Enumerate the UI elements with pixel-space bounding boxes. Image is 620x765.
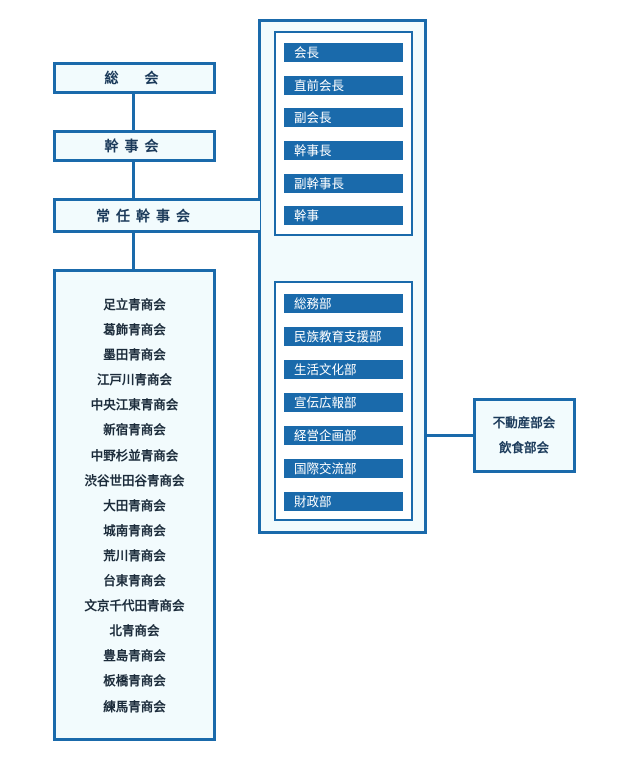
association-item: 江戸川青商会 (96, 372, 172, 388)
association-item: 豊島青商会 (103, 648, 166, 664)
department-bar: 民族教育支援部 (284, 327, 403, 346)
connector-standing-to-associations (132, 231, 135, 271)
association-item: 北青商会 (109, 623, 160, 639)
officer-bar: 副会長 (284, 108, 403, 127)
association-item: 板橋青商会 (103, 673, 166, 689)
department-bar: 生活文化部 (284, 360, 403, 379)
association-item: 新宿青商会 (103, 422, 166, 438)
officer-bar: 会長 (284, 43, 403, 62)
association-item: 文京千代田青商会 (84, 598, 185, 614)
subcommittee-item: 不動産部会 (492, 415, 556, 430)
standing-committee-box: 常任幹事会 (53, 198, 260, 233)
associations-box (53, 269, 216, 741)
department-bar: 経営企画部 (284, 426, 403, 445)
subcommittee-item: 飲食部会 (498, 440, 549, 455)
officer-bar: 副幹事長 (284, 174, 403, 193)
association-item: 渋谷世田谷青商会 (84, 472, 185, 488)
officer-bar: 幹事 (284, 206, 403, 225)
association-item: 城南青商会 (103, 522, 166, 538)
board-box: 幹事会 (53, 130, 216, 162)
association-item: 台東青商会 (103, 573, 166, 589)
department-bar: 宣伝広報部 (284, 393, 403, 412)
association-item: 中央江東青商会 (90, 397, 179, 413)
association-item: 大田青商会 (103, 497, 166, 513)
association-item: 中野杉並青商会 (90, 447, 179, 463)
subcommittees-box (473, 398, 576, 473)
department-bar: 財政部 (284, 492, 403, 511)
department-bar: 国際交流部 (284, 459, 403, 478)
connector-board-to-standing (132, 160, 135, 200)
subcommittees-list: 不動産部会 飲食部会 (474, 410, 574, 460)
general-assembly-box: 総 会 (53, 62, 216, 94)
connector-planning-to-subcommittees (403, 434, 475, 437)
association-item: 葛飾青商会 (103, 322, 166, 338)
association-item: 荒川青商会 (103, 547, 166, 563)
association-item: 足立青商会 (103, 297, 166, 312)
officer-bar: 幹事長 (284, 141, 403, 160)
officer-bar: 直前会長 (284, 76, 403, 95)
associations-list: 足立青商会 葛飾青商会 墨田青商会 江戸川青商会 中央江東青商会 新宿青商会 中… (53, 292, 216, 719)
connector-general-to-board (132, 92, 135, 132)
association-item: 練馬青商会 (103, 698, 166, 714)
department-bar: 総務部 (284, 294, 403, 313)
association-item: 墨田青商会 (103, 347, 166, 363)
officers-panel (274, 31, 413, 236)
